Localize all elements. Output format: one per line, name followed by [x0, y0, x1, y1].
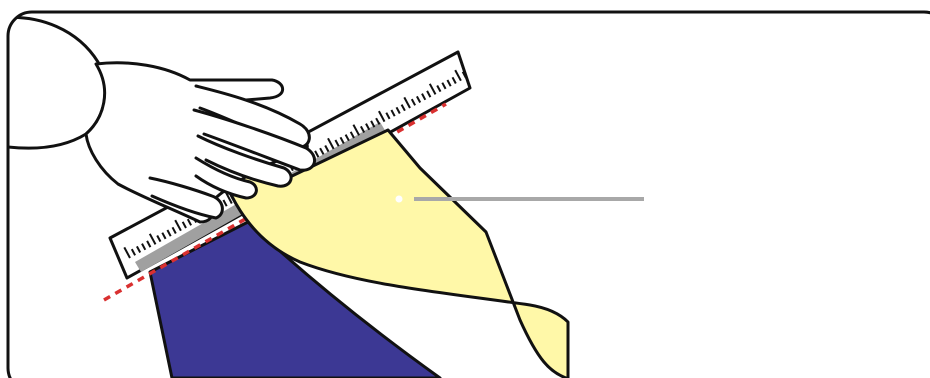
callout-dot [396, 196, 403, 203]
